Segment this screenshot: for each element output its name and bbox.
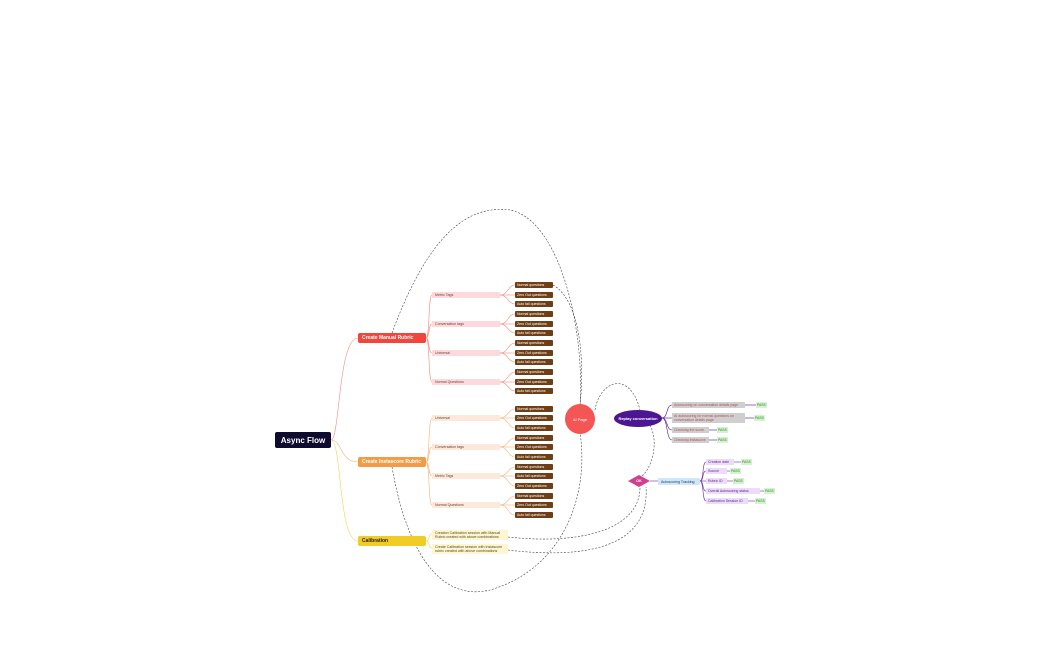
leaf-auto-fail-questions[interactable]: Auto fail questions (515, 388, 553, 394)
replay-item-ai-autoscoring[interactable]: AI autoscoring for normal questions on c… (672, 413, 745, 423)
instascore-sub-normal-questions[interactable]: Normal Questions (432, 502, 500, 508)
pass-badge: PASS (730, 468, 741, 474)
leaf-normal-questions[interactable]: Normal questions (515, 493, 553, 499)
leaf-zero-out-questions[interactable]: Zero Out questions (515, 483, 553, 489)
leaf-zero-out-questions[interactable]: Zero Out questions (515, 415, 553, 421)
leaf-normal-questions[interactable]: Normal questions (515, 340, 553, 346)
pass-badge: PASS (741, 459, 752, 465)
replay-item-checking-instascore[interactable]: Checking Instascore (672, 437, 709, 443)
leaf-normal-questions[interactable]: Normal questions (515, 311, 553, 317)
pass-badge: PASS (717, 427, 728, 433)
leaf-auto-fail-questions[interactable]: Auto fail questions (515, 454, 553, 460)
branch-create-manual-rubric[interactable]: Create Manual Rubric (358, 333, 426, 343)
branch-create-instascore-rubric[interactable]: Create Instascore Rubric (358, 457, 426, 467)
pass-badge: PASS (764, 488, 775, 494)
pass-badge: PASS (733, 478, 744, 484)
tracking-item-creation-date[interactable]: Creation date (706, 459, 734, 465)
leaf-normal-questions[interactable]: Normal questions (515, 435, 553, 441)
leaf-auto-fail-questions[interactable]: Auto fail questions (515, 359, 553, 365)
leaf-auto-fail-questions[interactable]: Auto fail questions (515, 425, 553, 431)
instascore-sub-conversation-tags[interactable]: Conversation tags (432, 444, 500, 450)
ok-diamond-node[interactable]: OK (628, 475, 650, 487)
tracking-item-source[interactable]: Source (706, 468, 727, 474)
pass-badge: PASS (754, 415, 765, 421)
leaf-auto-fail-questions[interactable]: Auto fail questions (515, 512, 553, 518)
pass-badge: PASS (756, 402, 767, 408)
leaf-auto-fail-questions[interactable]: Auto fail questions (515, 473, 553, 479)
autoscoring-tracking-node[interactable]: Autoscoring Tracking (658, 478, 700, 485)
leaf-zero-out-questions[interactable]: Zero Out questions (515, 292, 553, 298)
manual-sub-metric-tags[interactable]: Metric Tags (432, 292, 500, 298)
leaf-auto-fail-questions[interactable]: Auto fail questions (515, 301, 553, 307)
leaf-zero-out-questions[interactable]: Zero Out questions (515, 321, 553, 327)
manual-sub-normal-questions[interactable]: Normal Questions (432, 379, 500, 385)
leaf-zero-out-questions[interactable]: Zero Out questions (515, 379, 553, 385)
calibration-sub-manual[interactable]: Creation Calibration session with Manual… (432, 530, 508, 540)
leaf-normal-questions[interactable]: Normal questions (515, 369, 553, 375)
tracking-item-rubric-id[interactable]: Rubric ID (706, 478, 727, 484)
replay-item-checking-score[interactable]: Checking the score (672, 427, 709, 433)
replay-conversation-node[interactable]: Replay conversation (614, 410, 662, 427)
leaf-zero-out-questions[interactable]: Zero Out questions (515, 444, 553, 450)
instascore-sub-universal[interactable]: Universal (432, 415, 500, 421)
manual-sub-conversation-tags[interactable]: Conversation tags (432, 321, 500, 327)
leaf-normal-questions[interactable]: Normal questions (515, 464, 553, 470)
tracking-item-calibration-session-id[interactable]: Calibration Session ID (706, 498, 748, 504)
manual-sub-universal[interactable]: Universal (432, 350, 500, 356)
leaf-zero-out-questions[interactable]: Zero Out questions (515, 350, 553, 356)
pass-badge: PASS (717, 437, 728, 443)
tracking-item-overall-status[interactable]: Overall Autoscoring status (706, 488, 760, 494)
ai-page-node[interactable]: AI Page (565, 404, 595, 434)
instascore-sub-metric-tags[interactable]: Metric Tags (432, 473, 500, 479)
pass-badge: PASS (755, 498, 766, 504)
root-node[interactable]: Async Flow (275, 432, 331, 448)
leaf-zero-out-questions[interactable]: Zero Out questions (515, 502, 553, 508)
leaf-normal-questions[interactable]: Normal questions (515, 282, 553, 288)
replay-item-autoscoring[interactable]: Autoscoring on conversation details page (672, 402, 745, 408)
branch-calibration[interactable]: Calibration (358, 536, 426, 546)
leaf-normal-questions[interactable]: Normal questions (515, 406, 553, 412)
leaf-auto-fail-questions[interactable]: Auto fail questions (515, 330, 553, 336)
calibration-sub-instascore[interactable]: Create Calibration session with Instasco… (432, 544, 508, 554)
